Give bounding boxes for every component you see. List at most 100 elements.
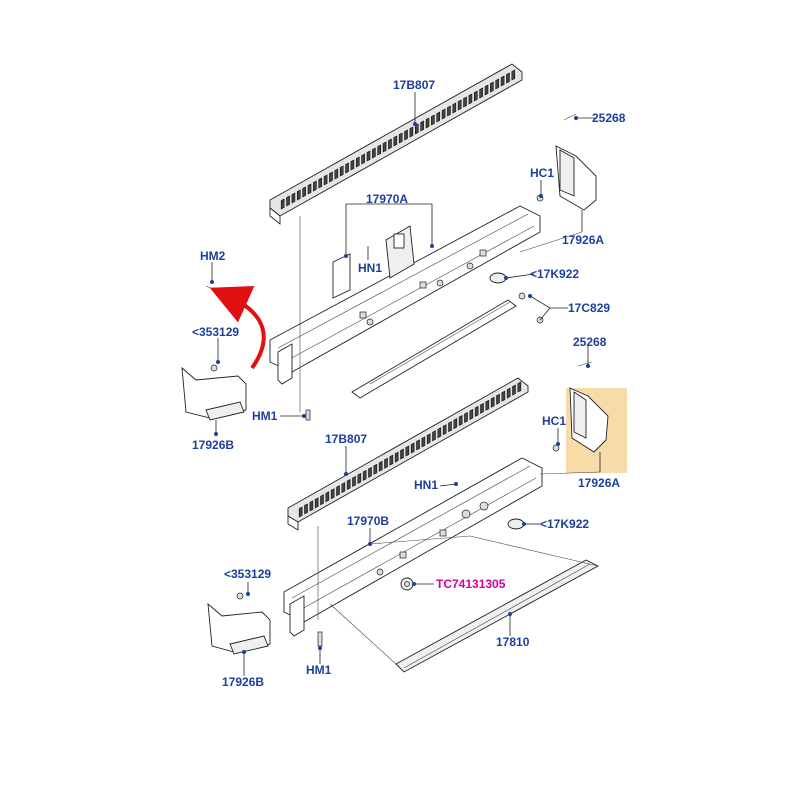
tread-slot xyxy=(480,402,484,414)
label-top-right-nut: 25268 xyxy=(592,111,626,125)
top-strip xyxy=(351,292,544,399)
tread-slot xyxy=(313,180,317,192)
tread-slot xyxy=(458,415,463,427)
tread-slot xyxy=(286,195,290,207)
label-bottom-bracket: 17970B xyxy=(347,514,389,528)
label-mid-nut: 25268 xyxy=(573,335,607,349)
tread-slot xyxy=(501,390,506,402)
tread-slot xyxy=(366,150,371,162)
tread-slot xyxy=(296,189,301,201)
label-bottom-step-pad: 17B807 xyxy=(325,432,367,446)
tread-slot xyxy=(485,399,490,411)
left-hm1-bolt xyxy=(305,409,311,421)
tread-slot xyxy=(447,105,451,117)
tread-slot xyxy=(464,412,468,423)
tread-slot xyxy=(393,135,398,147)
label-top-right-clip: HC1 xyxy=(530,166,554,180)
top-main-rail xyxy=(269,205,541,385)
tread-slot xyxy=(511,69,516,81)
bottom-step-pad xyxy=(287,377,529,531)
tread-slot xyxy=(490,396,495,408)
top-right-end-cap xyxy=(536,113,597,211)
tread-slot xyxy=(341,482,346,494)
tread-slot xyxy=(302,186,306,198)
tread-slot xyxy=(345,162,349,174)
bottom-cap xyxy=(507,518,525,530)
label-mid-clip: HC1 xyxy=(542,414,566,428)
tread-slot xyxy=(334,168,339,180)
tread-slot xyxy=(339,165,344,177)
tread-slot xyxy=(378,460,383,472)
label-bottom-clip: <353129 xyxy=(224,567,271,581)
tread-slot xyxy=(382,141,387,153)
tread-slot xyxy=(323,174,328,186)
tread-slot xyxy=(318,177,323,189)
tread-slot xyxy=(330,488,335,500)
tread-slot xyxy=(421,436,426,448)
tread-slot xyxy=(394,451,399,463)
tread-slot xyxy=(388,138,392,150)
tread-slot xyxy=(307,183,312,195)
bottom-main-rail xyxy=(283,457,543,637)
label-bottom-end: 17926B xyxy=(222,675,264,689)
tread-slot xyxy=(432,430,436,442)
tread-slot xyxy=(304,503,308,515)
tread-slot xyxy=(280,198,285,210)
highlight-clip-part xyxy=(400,577,414,591)
tread-slot xyxy=(517,381,522,393)
label-left-hm2: HM2 xyxy=(200,249,226,263)
tread-slot xyxy=(405,445,410,457)
tread-slot xyxy=(457,99,462,111)
tread-slot xyxy=(506,72,510,84)
tread-slot xyxy=(361,153,365,165)
tread-slot xyxy=(512,384,516,396)
tread-slot xyxy=(400,448,404,460)
tread-slot xyxy=(414,123,419,135)
tread-slot xyxy=(500,75,505,87)
tread-slot xyxy=(452,102,457,114)
tread-slot xyxy=(437,427,442,439)
tread-slot xyxy=(325,491,330,503)
top-step-pad xyxy=(269,63,523,225)
tread-slot xyxy=(425,117,430,129)
tread-slot xyxy=(431,114,435,126)
tread-slot xyxy=(473,90,478,102)
tread-slot xyxy=(479,87,483,99)
tread-slot xyxy=(468,93,473,105)
tread-slot xyxy=(442,424,447,436)
leader-lines xyxy=(211,92,601,676)
tread-slot xyxy=(496,393,500,405)
tread-slot xyxy=(410,442,415,454)
mid-right-end-cap xyxy=(552,361,609,453)
tread-slot xyxy=(484,84,489,96)
tread-slot xyxy=(453,418,458,430)
tread-slot xyxy=(357,472,362,484)
tread-slot xyxy=(320,494,324,506)
label-bottom-strip: 17810 xyxy=(496,635,530,649)
tread-slot xyxy=(416,439,420,451)
label-bottom-cap: <17K922 xyxy=(540,517,589,531)
top-cap xyxy=(489,272,507,284)
tread-slot xyxy=(506,387,511,399)
label-top-hn1: HN1 xyxy=(358,261,382,275)
tread-slot xyxy=(355,156,360,168)
tread-slot xyxy=(404,129,408,141)
label-left-clip: <353129 xyxy=(192,325,239,339)
tread-slot xyxy=(368,466,372,478)
label-top-bracket: 17970A xyxy=(366,192,408,206)
left-end-cap xyxy=(181,285,247,421)
tread-slot xyxy=(314,497,319,509)
label-bottom-hn1: HN1 xyxy=(414,478,438,492)
label-highlight-part: TC74131305 xyxy=(436,577,506,591)
label-top-strip: 17C829 xyxy=(568,301,610,315)
tread-slot xyxy=(346,479,351,491)
label-left-end: 17926B xyxy=(192,438,234,452)
bottom-left-end-cap xyxy=(207,592,271,655)
label-bottom-hm1: HM1 xyxy=(306,663,332,677)
bottom-hm1-bolt xyxy=(317,631,323,647)
tread-slot xyxy=(384,457,388,469)
label-dots xyxy=(210,116,590,654)
tread-slot xyxy=(309,500,314,512)
